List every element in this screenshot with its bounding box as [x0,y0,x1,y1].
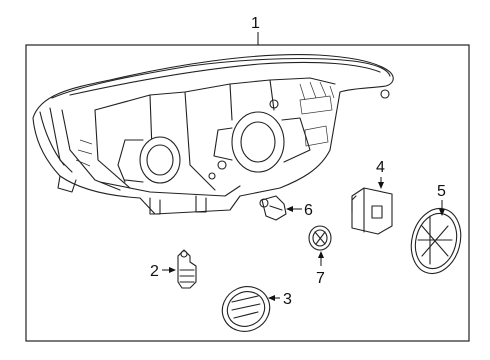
callout-7-label: 7 [316,270,325,287]
callout-4: 4 [376,159,385,189]
cover-part-5 [410,207,462,275]
dust-cap-part-3 [221,286,271,332]
callout-4-label: 4 [376,159,385,176]
callout-3: 3 [268,291,292,308]
module-part-4 [351,187,393,235]
assembly-border [25,44,470,342]
callout-6-label: 6 [304,202,313,219]
callout-1-label: 1 [251,15,260,32]
callout-2: 2 [150,263,176,280]
callout-5-label: 5 [437,183,446,200]
callout-2-label: 2 [150,263,159,280]
callout-7: 7 [316,251,325,287]
callout-3-label: 3 [283,291,292,308]
callout-6: 6 [286,202,313,219]
callout-1: 1 [251,15,260,45]
socket-part-6 [259,195,287,221]
callout-5: 5 [437,183,446,216]
bulb-part-2 [177,249,197,289]
headlamp-housing [32,54,394,215]
cap-part-7 [308,225,332,251]
